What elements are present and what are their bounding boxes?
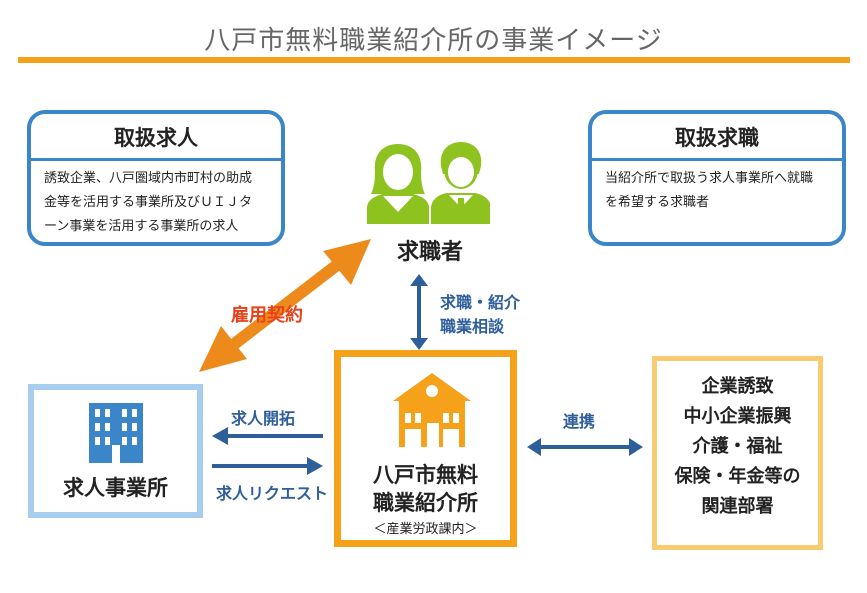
department-item: 保険・年金等の — [674, 466, 801, 487]
job-offers-line: 誘致企業、八戸圏域内市町村の助成 — [44, 171, 253, 186]
job-offers-info-box: 取扱求人 誘致企業、八戸圏域内市町村の助成 金等を活用する事業所及びＵＩＪタ ー… — [27, 110, 285, 246]
employment-contract-label: 雇用契約 — [231, 305, 303, 326]
placement-office-box: 八戸市無料 職業紹介所 ＜産業労政課内＞ — [334, 350, 517, 547]
job-request-arrow — [212, 457, 323, 475]
job-seekers-description: 当紹介所で取扱う求人事業所へ就職 を希望する求職者 — [592, 161, 842, 215]
job-seekers-heading: 取扱求職 — [675, 126, 759, 150]
referral-label: 求職・紹介 — [440, 293, 521, 312]
office-name-line2: 職業紹介所 — [373, 491, 478, 515]
job-offers-divider — [31, 158, 281, 161]
job-offers-line: 金等を活用する事業所及びＵＩＪタ — [44, 195, 253, 210]
department-item: 介護・福祉 — [692, 436, 783, 457]
employer-label: 求人事業所 — [63, 476, 168, 500]
people-icon — [367, 142, 490, 224]
department-item: 関連部署 — [701, 496, 774, 517]
job-request-label: 求人リクエスト — [216, 484, 329, 503]
open-jobs-arrow — [212, 427, 323, 445]
job-offers-line: ーン事業を活用する事業所の求人 — [44, 219, 239, 234]
cooperation-label: 連携 — [563, 412, 596, 431]
employment-contract-arrow — [199, 239, 371, 372]
open-jobs-label: 求人開拓 — [231, 409, 296, 428]
office-name: 八戸市無料 職業紹介所 — [341, 461, 510, 517]
office-department: ＜産業労政課内＞ — [373, 522, 478, 537]
cooperation-arrow — [527, 438, 643, 456]
job-seekers-info-box: 取扱求職 当紹介所で取扱う求人事業所へ就職 を希望する求職者 — [588, 110, 846, 246]
department-item: 企業誘致 — [701, 376, 774, 397]
job-seeker-label: 求職者 — [396, 240, 463, 265]
building-icon — [89, 403, 143, 463]
house-icon — [393, 373, 471, 447]
department-item: 中小企業振興 — [683, 406, 792, 427]
job-offers-description: 誘致企業、八戸圏域内市町村の助成 金等を活用する事業所及びＵＩＪタ ーン事業を活… — [31, 161, 281, 239]
job-seekers-line: 当紹介所で取扱う求人事業所へ就職 — [605, 171, 814, 186]
title-underline — [18, 57, 850, 63]
page-title: 八戸市無料職業紹介所の事業イメージ — [204, 26, 663, 56]
job-seekers-divider — [592, 158, 842, 161]
office-name-line1: 八戸市無料 — [373, 463, 478, 487]
related-departments-list: 企業誘致 中小企業振興 介護・福祉 保険・年金等の 関連部署 — [657, 372, 818, 522]
related-departments-box: 企業誘致 中小企業振興 介護・福祉 保険・年金等の 関連部署 — [652, 356, 823, 550]
consultation-arrow — [410, 274, 428, 350]
consultation-label: 職業相談 — [440, 317, 505, 336]
employer-box: 求人事業所 — [28, 384, 203, 518]
job-seekers-line: を希望する求職者 — [605, 195, 710, 210]
job-offers-heading: 取扱求人 — [114, 126, 198, 150]
